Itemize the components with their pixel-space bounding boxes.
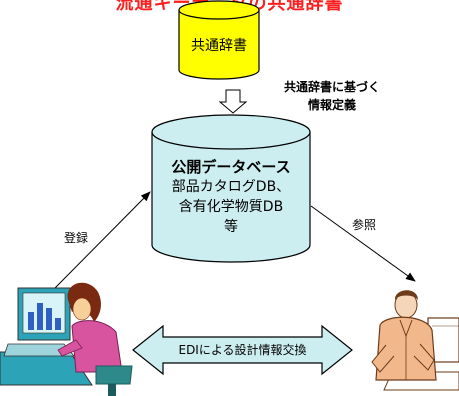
register-arrow xyxy=(54,191,151,289)
reference-label: 参照 xyxy=(352,218,377,232)
dictionary-label: 共通辞書 xyxy=(191,38,247,54)
dictionary-annotation-line1: 共通辞書に基づく xyxy=(283,80,380,94)
database-cylinder xyxy=(151,114,311,263)
database-title: 公開データベース xyxy=(171,158,291,176)
edi-exchange-arrow xyxy=(132,324,353,376)
database-label: 公開データベース 部品カタログDB、 含有化学物質DB 等 xyxy=(152,157,310,237)
dictionary-annotation: 共通辞書に基づく 情報定義 xyxy=(272,78,392,114)
dictionary-annotation-line2: 情報定義 xyxy=(307,98,356,112)
database-line-1: 部品カタログDB、 xyxy=(171,179,291,195)
database-line-3: 等 xyxy=(224,219,238,235)
dictionary-cylinder xyxy=(178,0,260,80)
database-line-2: 含有化学物質DB xyxy=(178,199,284,215)
woman-at-computer-icon xyxy=(0,282,133,396)
businessman-icon xyxy=(371,290,459,391)
register-label: 登録 xyxy=(64,231,89,245)
edi-exchange-label: EDIによる設計情報交換 xyxy=(178,343,307,357)
reference-arrow xyxy=(310,205,416,282)
define-arrow xyxy=(218,89,248,114)
